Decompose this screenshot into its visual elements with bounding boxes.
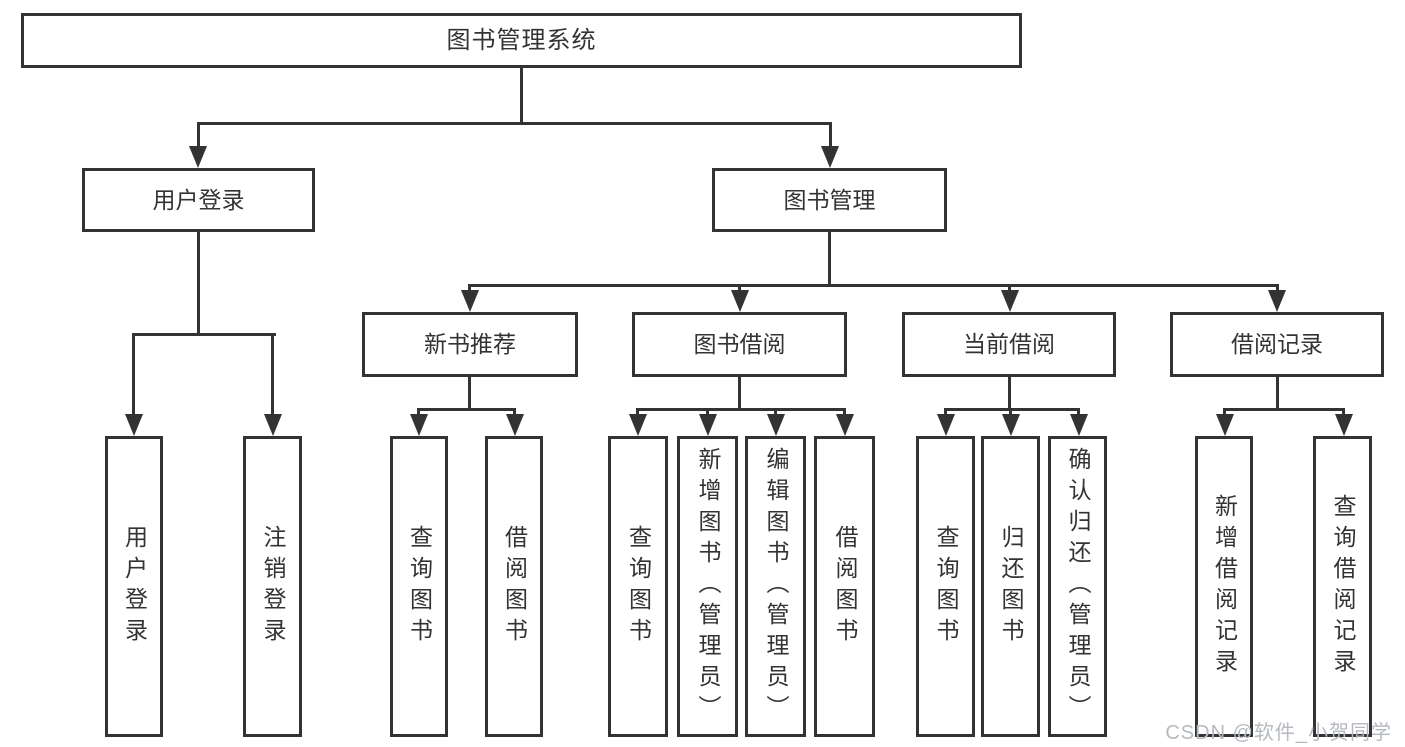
arrowhead-down-icon [264, 414, 282, 436]
connector-line [468, 284, 1279, 287]
arrowhead-down-icon [461, 290, 479, 312]
leaf-borrow-books-recommend: 借阅图书 [485, 436, 543, 737]
arrowhead-down-icon [937, 414, 955, 436]
leaf-user-login-label: 用户登录 [121, 524, 148, 649]
leaf-query-books-current: 查询图书 [916, 436, 975, 737]
node-root-label: 图书管理系统 [446, 26, 597, 54]
arrowhead-down-icon [731, 290, 749, 312]
connector-line [132, 336, 135, 422]
arrowhead-down-icon [189, 146, 207, 168]
connector-line [828, 232, 831, 284]
leaf-edit-book-admin-label: 编辑图书（管理员） [763, 447, 789, 726]
connector-line [1008, 377, 1011, 408]
arrowhead-down-icon [1001, 290, 1019, 312]
connector-line [197, 232, 200, 333]
arrowhead-down-icon [410, 414, 428, 436]
node-current-borrowing-label: 当前借阅 [963, 331, 1055, 357]
node-book-management: 图书管理 [712, 168, 947, 232]
connector-line [738, 377, 741, 408]
connector-line [197, 125, 200, 154]
node-book-borrowing: 图书借阅 [632, 312, 847, 377]
arrowhead-down-icon [767, 414, 785, 436]
node-book-management-label: 图书管理 [783, 186, 876, 213]
arrowhead-down-icon [836, 414, 854, 436]
leaf-add-book-admin-label: 新增图书（管理员） [695, 447, 721, 726]
leaf-confirm-return-admin: 确认归还（管理员） [1048, 436, 1107, 737]
arrowhead-down-icon [1335, 414, 1353, 436]
leaf-add-borrow-record-label: 新增借阅记录 [1211, 493, 1238, 680]
leaf-add-book-admin: 新增图书（管理员） [677, 436, 738, 737]
leaf-query-borrow-record: 查询借阅记录 [1313, 436, 1372, 737]
connector-line [271, 336, 274, 422]
node-borrowing-records-label: 借阅记录 [1231, 331, 1323, 357]
node-current-borrowing: 当前借阅 [902, 312, 1116, 377]
connector-line [132, 333, 276, 336]
connector-line [1223, 408, 1345, 411]
leaf-query-books-recommend: 查询图书 [390, 436, 448, 737]
arrowhead-down-icon [629, 414, 647, 436]
connector-line [520, 68, 523, 122]
arrowhead-down-icon [1268, 290, 1286, 312]
leaf-query-borrow-record-label: 查询借阅记录 [1330, 493, 1356, 680]
leaf-query-books-current-label: 查询图书 [933, 524, 959, 649]
leaf-logout-label: 注销登录 [260, 524, 286, 649]
connector-line [636, 408, 846, 411]
node-new-book-recommendation-label: 新书推荐 [424, 331, 516, 357]
connector-line [829, 125, 832, 154]
node-book-borrowing-label: 图书借阅 [693, 331, 786, 357]
leaf-user-login: 用户登录 [105, 436, 163, 737]
leaf-logout: 注销登录 [243, 436, 302, 737]
leaf-confirm-return-admin-label: 确认归还（管理员） [1065, 447, 1091, 726]
arrowhead-down-icon [821, 146, 839, 168]
node-new-book-recommendation: 新书推荐 [362, 312, 578, 377]
connector-line [417, 408, 516, 411]
leaf-query-books-recommend-label: 查询图书 [406, 524, 433, 649]
node-root: 图书管理系统 [21, 13, 1022, 68]
connector-line [1276, 377, 1279, 408]
node-user-login: 用户登录 [82, 168, 315, 232]
connector-line [944, 408, 1080, 411]
leaf-borrow-books-recommend-label: 借阅图书 [501, 524, 528, 649]
leaf-edit-book-admin: 编辑图书（管理员） [745, 436, 806, 737]
arrowhead-down-icon [1002, 414, 1020, 436]
connector-line [197, 122, 832, 125]
arrowhead-down-icon [506, 414, 524, 436]
watermark: CSDN @软件_小贺同学 [1165, 722, 1392, 744]
node-borrowing-records: 借阅记录 [1170, 312, 1384, 377]
leaf-borrow-books-label: 借阅图书 [832, 524, 858, 649]
leaf-query-books-borrowing-label: 查询图书 [625, 524, 652, 649]
arrowhead-down-icon [1070, 414, 1088, 436]
node-user-login-label: 用户登录 [152, 186, 245, 213]
arrowhead-down-icon [125, 414, 143, 436]
connector-line [468, 377, 471, 408]
arrowhead-down-icon [699, 414, 717, 436]
leaf-return-books: 归还图书 [981, 436, 1040, 737]
arrowhead-down-icon [1216, 414, 1234, 436]
leaf-query-books-borrowing: 查询图书 [608, 436, 668, 737]
leaf-add-borrow-record: 新增借阅记录 [1195, 436, 1253, 737]
leaf-return-books-label: 归还图书 [998, 524, 1024, 649]
leaf-borrow-books: 借阅图书 [814, 436, 875, 737]
